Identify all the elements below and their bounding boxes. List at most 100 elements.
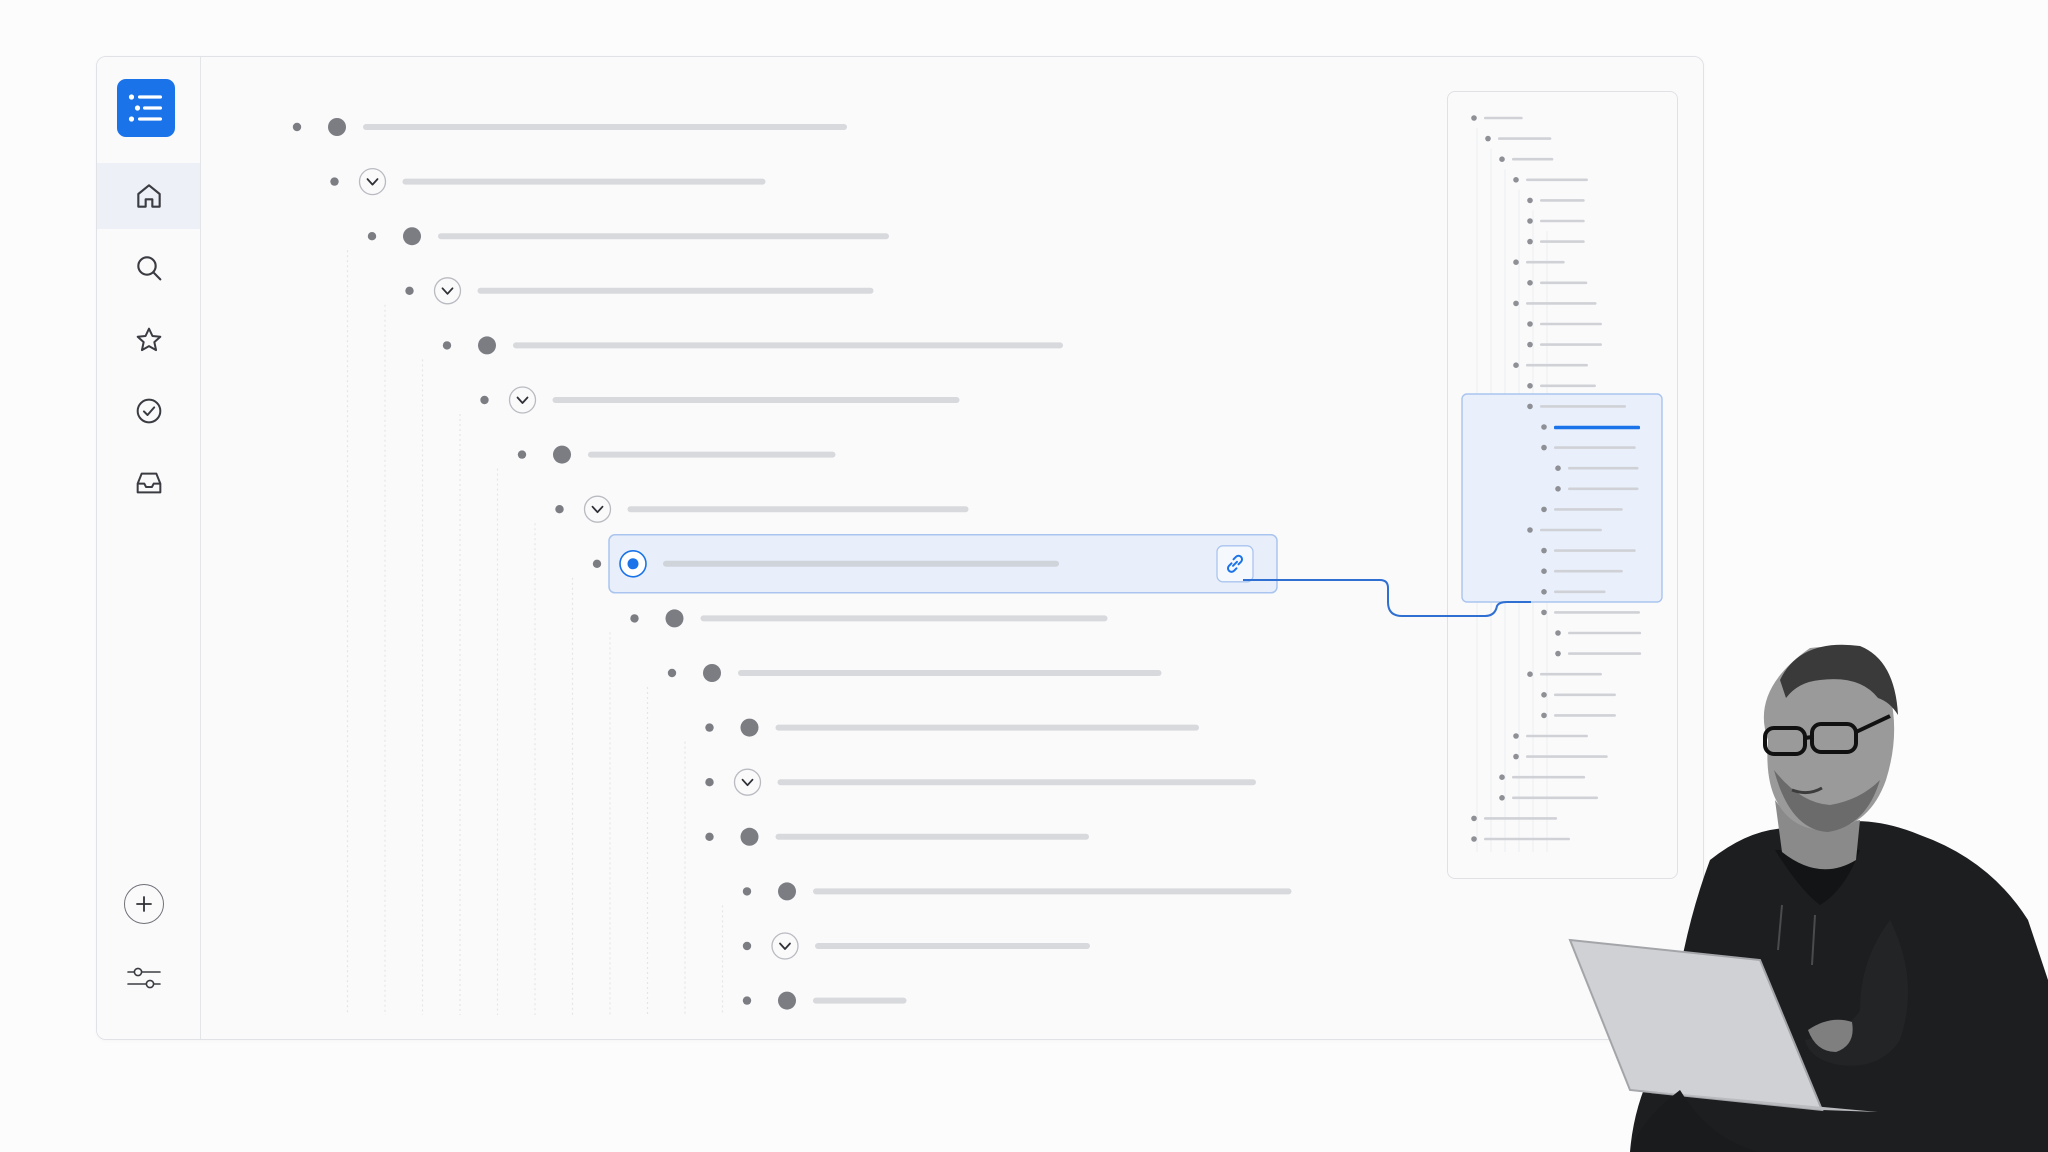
node-bullet[interactable]: [478, 336, 496, 355]
collapse-toggle[interactable]: [433, 277, 462, 305]
settings-button[interactable]: [123, 960, 165, 996]
outline-row[interactable]: [367, 227, 889, 246]
node-bullet[interactable]: [328, 118, 346, 136]
outline-row[interactable]: [667, 664, 1162, 682]
drag-handle-dot[interactable]: [517, 450, 527, 459]
node-bullet[interactable]: [778, 882, 796, 901]
outline-row[interactable]: [742, 882, 1292, 901]
node-text-placeholder: [552, 397, 960, 403]
minimap-row[interactable]: [1541, 506, 1623, 513]
minimap-row[interactable]: [1541, 547, 1636, 554]
collapse-toggle[interactable]: [733, 768, 762, 796]
minimap-row[interactable]: [1513, 259, 1565, 265]
minimap-row[interactable]: [1527, 383, 1596, 389]
collapse-toggle[interactable]: [508, 386, 537, 414]
drag-handle-dot[interactable]: [705, 778, 714, 787]
minimap-row[interactable]: [1541, 444, 1636, 451]
drag-handle-dot[interactable]: [592, 559, 602, 568]
drag-handle-dot[interactable]: [442, 341, 452, 350]
drag-handle-dot[interactable]: [630, 614, 639, 623]
minimap-row[interactable]: [1541, 692, 1616, 698]
node-bullet[interactable]: [778, 991, 796, 1010]
outline-row[interactable]: [442, 336, 1063, 355]
outline-row[interactable]: [705, 768, 1256, 796]
sidebar-item-favorites[interactable]: [97, 307, 200, 373]
node-bullet[interactable]: [740, 718, 759, 737]
minimap-row[interactable]: [1527, 527, 1602, 533]
minimap-row[interactable]: [1555, 630, 1642, 636]
outline-row[interactable]: [742, 932, 1090, 960]
node-bullet[interactable]: [403, 227, 421, 246]
outline-row-selected[interactable]: [592, 534, 1278, 594]
minimap-row[interactable]: [1471, 836, 1570, 842]
outline-row[interactable]: [480, 386, 960, 414]
minimap-row[interactable]: [1541, 568, 1623, 574]
minimap-row[interactable]: [1513, 362, 1588, 369]
outline-row[interactable]: [405, 277, 874, 305]
drag-handle-dot[interactable]: [742, 887, 752, 896]
minimap-text-line: [1540, 322, 1602, 326]
minimap-bullet: [1513, 362, 1519, 369]
outline-row[interactable]: [705, 718, 1199, 737]
minimap-row[interactable]: [1527, 341, 1602, 348]
minimap-row[interactable]: [1527, 197, 1585, 204]
drag-handle-dot[interactable]: [555, 505, 564, 514]
minimap-row[interactable]: [1513, 733, 1588, 739]
bulleted-list-icon[interactable]: [117, 79, 175, 137]
drag-handle-dot[interactable]: [667, 668, 677, 678]
drag-handle-dot[interactable]: [367, 232, 377, 241]
outline-row[interactable]: [292, 118, 847, 136]
drag-handle-dot[interactable]: [742, 941, 752, 951]
drag-handle-dot[interactable]: [405, 286, 414, 295]
node-bullet[interactable]: [703, 664, 721, 682]
link-icon-path: [1226, 554, 1244, 573]
minimap-row[interactable]: [1541, 589, 1606, 595]
node-bullet[interactable]: [553, 445, 571, 464]
minimap-row[interactable]: [1541, 609, 1640, 616]
sidebar-item-tasks[interactable]: [97, 378, 200, 444]
sidebar-item-search[interactable]: [97, 235, 200, 301]
sidebar-item-home[interactable]: [97, 163, 200, 229]
minimap-row[interactable]: [1499, 156, 1554, 162]
collapse-toggle[interactable]: [583, 495, 612, 523]
outline-row[interactable]: [630, 609, 1108, 628]
minimap-row[interactable]: [1513, 177, 1588, 183]
node-bullet[interactable]: [740, 827, 759, 846]
drag-handle-dot[interactable]: [480, 395, 489, 405]
minimap-row[interactable]: [1541, 712, 1616, 719]
drag-handle-dot[interactable]: [330, 177, 339, 186]
minimap-row[interactable]: [1555, 486, 1639, 492]
link-button[interactable]: [1216, 545, 1254, 583]
outline-row[interactable]: [517, 445, 836, 464]
minimap-row[interactable]: [1513, 300, 1597, 307]
drag-handle-dot[interactable]: [742, 996, 752, 1005]
minimap-panel[interactable]: [1447, 91, 1678, 879]
outline-row[interactable]: [555, 495, 969, 523]
minimap-row[interactable]: [1527, 238, 1585, 245]
sidebar-item-inbox[interactable]: [97, 450, 200, 516]
drag-handle-dot[interactable]: [705, 723, 714, 732]
drag-handle-dot[interactable]: [292, 122, 302, 132]
minimap-row[interactable]: [1471, 115, 1523, 121]
minimap-row-active[interactable]: [1541, 424, 1640, 430]
minimap-row[interactable]: [1555, 650, 1642, 657]
outline-row[interactable]: [330, 167, 766, 196]
minimap-row[interactable]: [1527, 218, 1585, 224]
collapse-toggle[interactable]: [771, 932, 799, 960]
minimap-row[interactable]: [1471, 815, 1558, 822]
minimap-row[interactable]: [1527, 671, 1602, 677]
node-bullet[interactable]: [665, 609, 684, 628]
minimap-row[interactable]: [1527, 321, 1602, 327]
minimap-row[interactable]: [1485, 135, 1552, 142]
collapse-toggle[interactable]: [358, 167, 387, 196]
drag-handle-dot[interactable]: [705, 832, 714, 841]
minimap-row[interactable]: [1527, 403, 1626, 410]
minimap-row[interactable]: [1513, 753, 1608, 760]
minimap-row[interactable]: [1527, 280, 1588, 286]
minimap-row[interactable]: [1499, 795, 1598, 801]
outline-row[interactable]: [742, 991, 907, 1010]
outline-row[interactable]: [705, 827, 1089, 846]
minimap-row[interactable]: [1555, 465, 1639, 472]
minimap-row[interactable]: [1499, 774, 1586, 780]
add-button[interactable]: [124, 884, 164, 924]
